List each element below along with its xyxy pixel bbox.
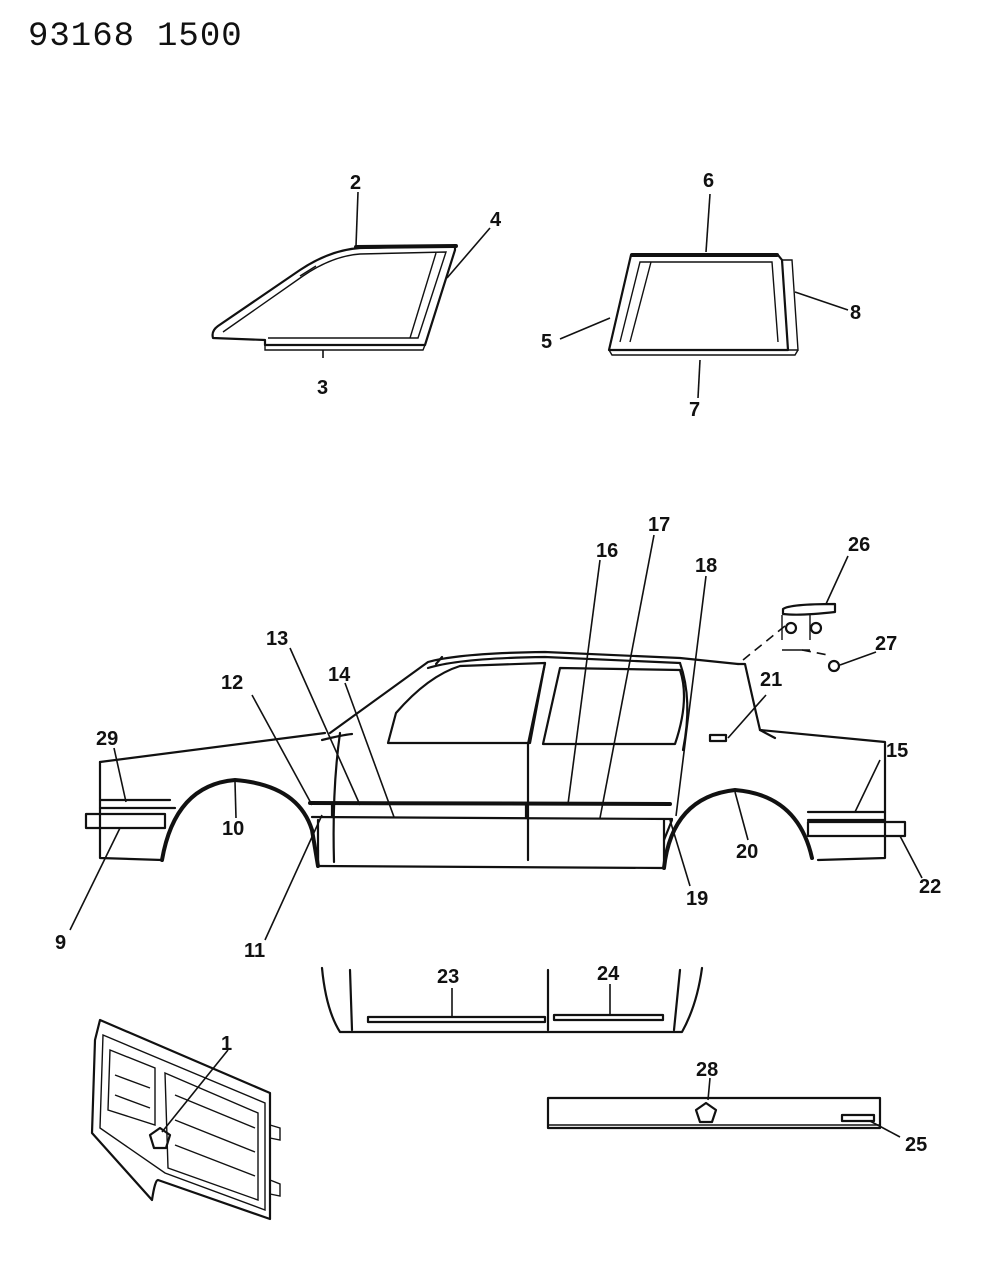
callout-27: 27 — [875, 633, 897, 655]
callout-29: 29 — [96, 728, 118, 750]
callout-1: 1 — [221, 1033, 232, 1055]
rear-door-glass — [607, 253, 799, 356]
callout-2: 2 — [350, 172, 361, 194]
callout-20: 20 — [736, 841, 758, 863]
callout-21: 21 — [760, 669, 782, 691]
front-door-glass — [211, 244, 458, 351]
callout-19: 19 — [686, 888, 708, 910]
callout-15: 15 — [886, 740, 908, 762]
callout-14: 14 — [328, 664, 351, 686]
callout-numbers: 1 2 3 4 5 6 7 8 9 10 11 12 13 14 15 16 1… — [55, 170, 941, 1156]
callout-11: 11 — [244, 940, 265, 962]
callout-7: 7 — [689, 399, 700, 421]
callout-24: 24 — [597, 963, 620, 985]
grille — [90, 1018, 281, 1221]
deck-applique — [546, 1096, 882, 1130]
callout-16: 16 — [596, 540, 618, 562]
callout-23: 23 — [437, 966, 459, 988]
callout-13: 13 — [266, 628, 288, 650]
sill-moldings — [320, 966, 704, 1034]
callout-12: 12 — [221, 672, 243, 694]
callout-25: 25 — [905, 1134, 927, 1156]
callout-22: 22 — [919, 876, 941, 898]
callout-17: 17 — [648, 514, 670, 536]
group-number: 1500 — [157, 18, 243, 56]
callout-4: 4 — [490, 209, 502, 231]
callout-26: 26 — [848, 534, 870, 556]
callout-28: 28 — [696, 1059, 718, 1081]
callout-8: 8 — [850, 302, 861, 324]
figure-number: 93168 — [28, 18, 136, 56]
callout-3: 3 — [317, 377, 328, 399]
rear-spoiler — [737, 602, 841, 673]
callout-5: 5 — [541, 331, 552, 353]
callout-18: 18 — [695, 555, 717, 577]
callout-6: 6 — [703, 170, 714, 192]
diagram-header: 93168 1500 — [28, 18, 265, 56]
callout-9: 9 — [55, 932, 66, 954]
leader-lines — [69, 191, 923, 1138]
callout-10: 10 — [222, 818, 244, 840]
